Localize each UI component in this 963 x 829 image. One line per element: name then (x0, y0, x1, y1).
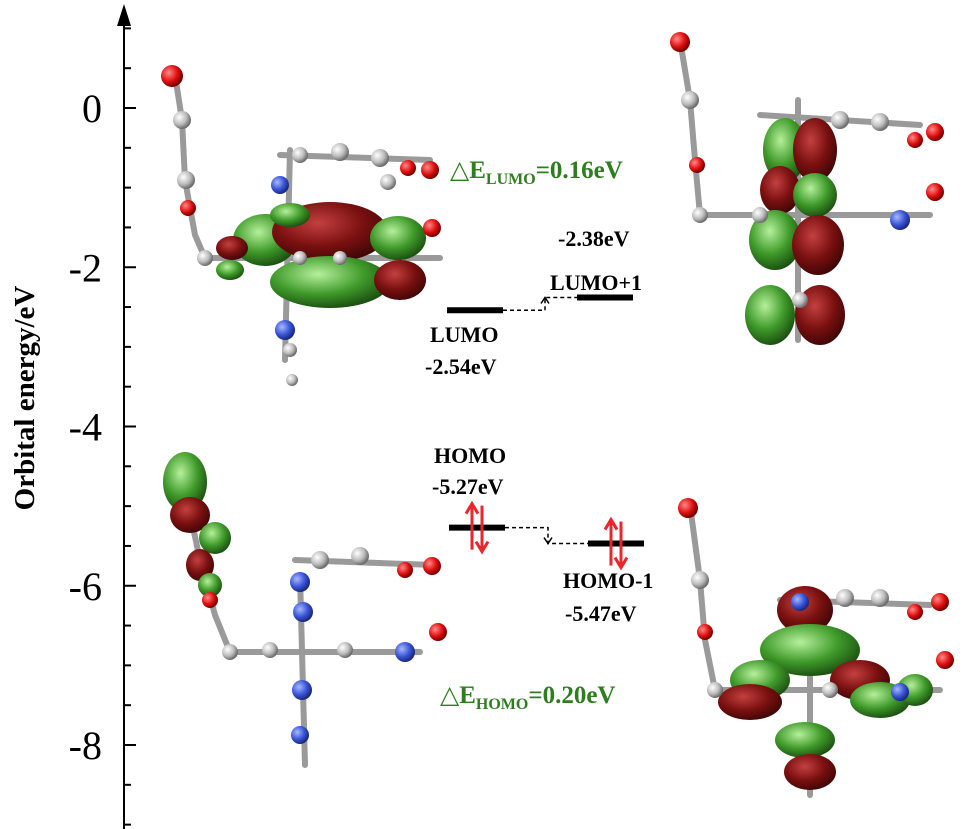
delta-lumo-annotation: △ELUMO=0.16eV (450, 157, 623, 188)
spin-down-head (613, 556, 629, 571)
y-tick-label: 0 (82, 86, 102, 131)
lumo-orbital-illustration (161, 65, 443, 386)
y-tick-label: -8 (69, 723, 102, 768)
homo-spin-pair (464, 500, 490, 555)
homo1-orbital-illustration (678, 498, 954, 798)
delta-homo-annotation: △EHOMO=0.20eV (440, 682, 616, 713)
homo1-spin-pair (603, 516, 629, 571)
energy-levels (447, 294, 644, 547)
lumo1-value-label: -2.38eV (558, 226, 630, 251)
y-tick-label: -2 (69, 245, 102, 290)
delta-homo-sub: HOMO (476, 696, 528, 713)
y-ticks (124, 27, 136, 826)
lumo1-orbital-illustration (670, 32, 944, 345)
homo-orbital-illustration (163, 452, 447, 768)
homo1-value-label: -5.47eV (565, 601, 637, 626)
electron-spin-arrows (464, 500, 629, 571)
homo-value-label: -5.27eV (432, 474, 504, 499)
y-axis-label: Orbital energy/eV (9, 286, 41, 511)
y-axis: 0 -2 -4 -6 -8 (69, 4, 136, 829)
lumo-value-label: -2.54eV (425, 354, 497, 379)
delta-lumo-value: =0.16eV (536, 157, 623, 184)
lumo-name-label: LUMO (430, 322, 498, 347)
homo-to-homo1-arrowhead (543, 537, 553, 545)
spin-up-head (464, 500, 480, 515)
homo-to-homo1-connector (505, 526, 588, 545)
y-tick-label: -4 (69, 405, 102, 450)
homo1-name-label: HOMO-1 (563, 568, 653, 593)
y-axis-arrow (117, 4, 131, 26)
homo-name-label: HOMO (434, 443, 506, 468)
spin-down-head (474, 540, 490, 555)
lumo-to-lumo1-connector (503, 296, 577, 311)
lumo1-name-label: LUMO+1 (550, 270, 642, 295)
y-tick-labels: 0 -2 -4 -6 -8 (69, 86, 102, 768)
delta-lumo-sub: LUMO (486, 171, 536, 188)
delta-lumo-prefix: △E (450, 157, 486, 184)
level-connectors (503, 296, 588, 545)
delta-homo-prefix: △E (440, 682, 476, 709)
delta-homo-value: =0.20eV (528, 682, 615, 709)
y-tick-label: -6 (69, 564, 102, 609)
spin-up-head (603, 516, 619, 531)
lumo-to-lumo1-arrowhead (540, 296, 550, 304)
